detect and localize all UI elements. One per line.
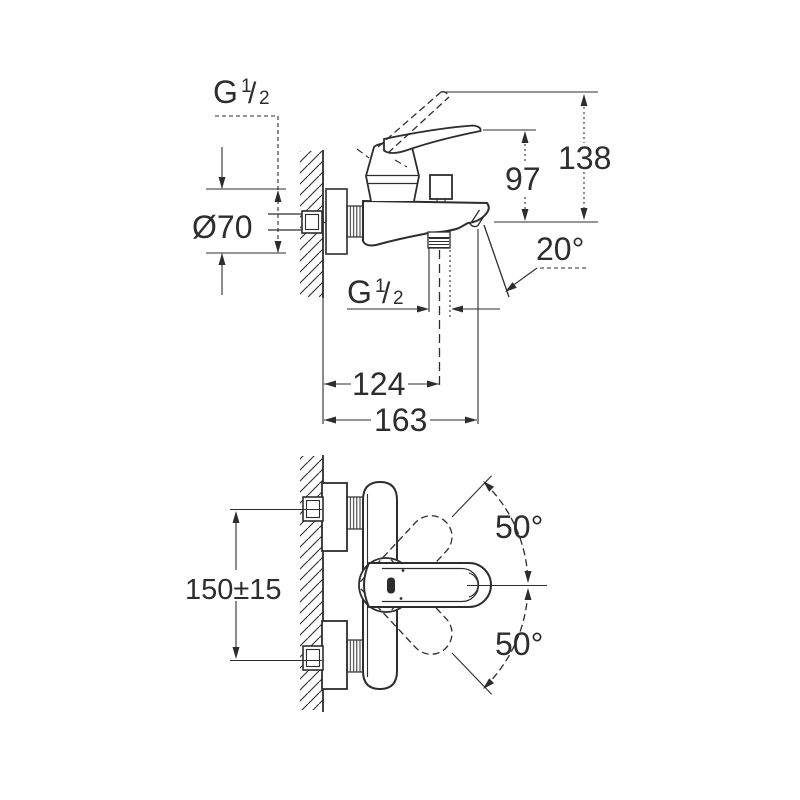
arrow-up [580, 94, 588, 106]
arrow-down [218, 177, 226, 189]
arrow-down [232, 647, 240, 659]
union-thread-bottom [346, 639, 364, 673]
raised-height-value: 138 [558, 140, 611, 176]
arrow-down [580, 208, 588, 220]
inlet-thread-symbol: G [213, 74, 238, 110]
lever-handle [383, 124, 482, 154]
dim-inlet-thread-label: G 1 / 2 [213, 74, 282, 253]
dim-flange-diameter: Ø70 [192, 147, 286, 295]
swing-radial-line-down [451, 652, 492, 695]
outlet-thread-numerator: 1 [375, 276, 386, 297]
dim-outlet-thread-label: G 1 / 2 [347, 274, 500, 313]
wall-hatching-front [300, 456, 323, 710]
cartridge-ring-lines [366, 174, 419, 185]
inlet-thread-leader [215, 115, 279, 252]
spout-angle-value: 20° [536, 231, 584, 267]
supply-hex-nut [301, 210, 323, 234]
supply-hex-nut-inner [304, 213, 320, 231]
lever-swing-dashed-up [359, 515, 453, 611]
angle-leader-arrow [505, 282, 517, 292]
diverter-knob [429, 174, 453, 200]
arrow-left [451, 305, 463, 313]
mounting-block-bottom [321, 620, 348, 690]
aerator-axis-line [483, 224, 510, 298]
arc-arrow-to-line-top [524, 571, 532, 583]
inlet-thread-slash: / [248, 77, 257, 110]
arrow-right [417, 305, 429, 313]
outlet-thread-denominator: 2 [393, 288, 404, 309]
dim-spout-angle-20: 20° [505, 231, 586, 292]
flange-diameter-value: Ø70 [192, 209, 252, 245]
union-thread [346, 205, 364, 238]
leader-arrow-up [274, 190, 282, 202]
swing-arc-dimension: 50° 50° [451, 475, 547, 695]
arrow-right [427, 380, 439, 388]
arrow-up [521, 131, 529, 143]
hex-nut-bottom [302, 645, 324, 671]
wall-to-tip-value: 163 [374, 402, 427, 438]
lever-raised-detail-dashes [356, 148, 408, 168]
connection-spacing-value: 150±15 [185, 574, 282, 606]
wall-to-outlet-value: 124 [352, 366, 405, 402]
dim-connection-spacing-150: 150±15 [185, 508, 322, 662]
arc-arrow-up-end [483, 481, 494, 492]
wall-flange [325, 188, 348, 255]
diverter-knob-stem [436, 199, 446, 203]
inlet-thread-denominator: 2 [259, 88, 270, 109]
flange-extension-lines [206, 188, 286, 254]
swing-arc-top [484, 482, 529, 578]
lever-logo-mark [387, 577, 395, 594]
swing-arc-bottom [484, 592, 529, 688]
dim-wall-to-tip-163: 163 [324, 402, 477, 438]
dim-raised-height-138: 138 [441, 91, 611, 223]
top-view-side-elevation: G 1 / 2 Ø70 97 [192, 74, 611, 438]
arc-arrow-down-end [483, 678, 494, 689]
lever-swing-dashed-down [359, 559, 453, 655]
faucet-body [362, 199, 490, 247]
front-view: 50° 50° 150±15 [185, 455, 547, 712]
lever-detail-dot-top [401, 569, 405, 572]
arrow-down [521, 209, 529, 221]
outlet-thread-symbol: G [347, 274, 372, 310]
arc-arrow-to-line-bottom [524, 588, 532, 600]
outlet-thread-slash: / [382, 277, 391, 310]
handle-height-value: 97 [505, 161, 541, 197]
swing-up-value: 50° [495, 509, 543, 545]
dim-wall-to-outlet-124: 124 [324, 366, 439, 402]
arrow-right [465, 416, 477, 424]
supply-pipe [268, 213, 302, 231]
hex-nut-bottom-inner [305, 648, 321, 668]
lever-front [363, 562, 492, 608]
arrow-up [232, 511, 240, 523]
dim-handle-height-97: 97 [483, 129, 541, 221]
leader-arrow-down [274, 241, 282, 253]
outlet-stub-thread [429, 238, 449, 248]
union-thread-top [346, 496, 364, 530]
mounting-block-top [321, 482, 348, 552]
lever-detail-dot-bottom [399, 597, 403, 600]
inlet-thread-numerator: 1 [241, 76, 252, 97]
swing-radial-line-up [451, 475, 492, 518]
swing-down-value: 50° [495, 626, 543, 662]
spout-aerator [468, 209, 487, 228]
arrow-up [218, 253, 226, 265]
